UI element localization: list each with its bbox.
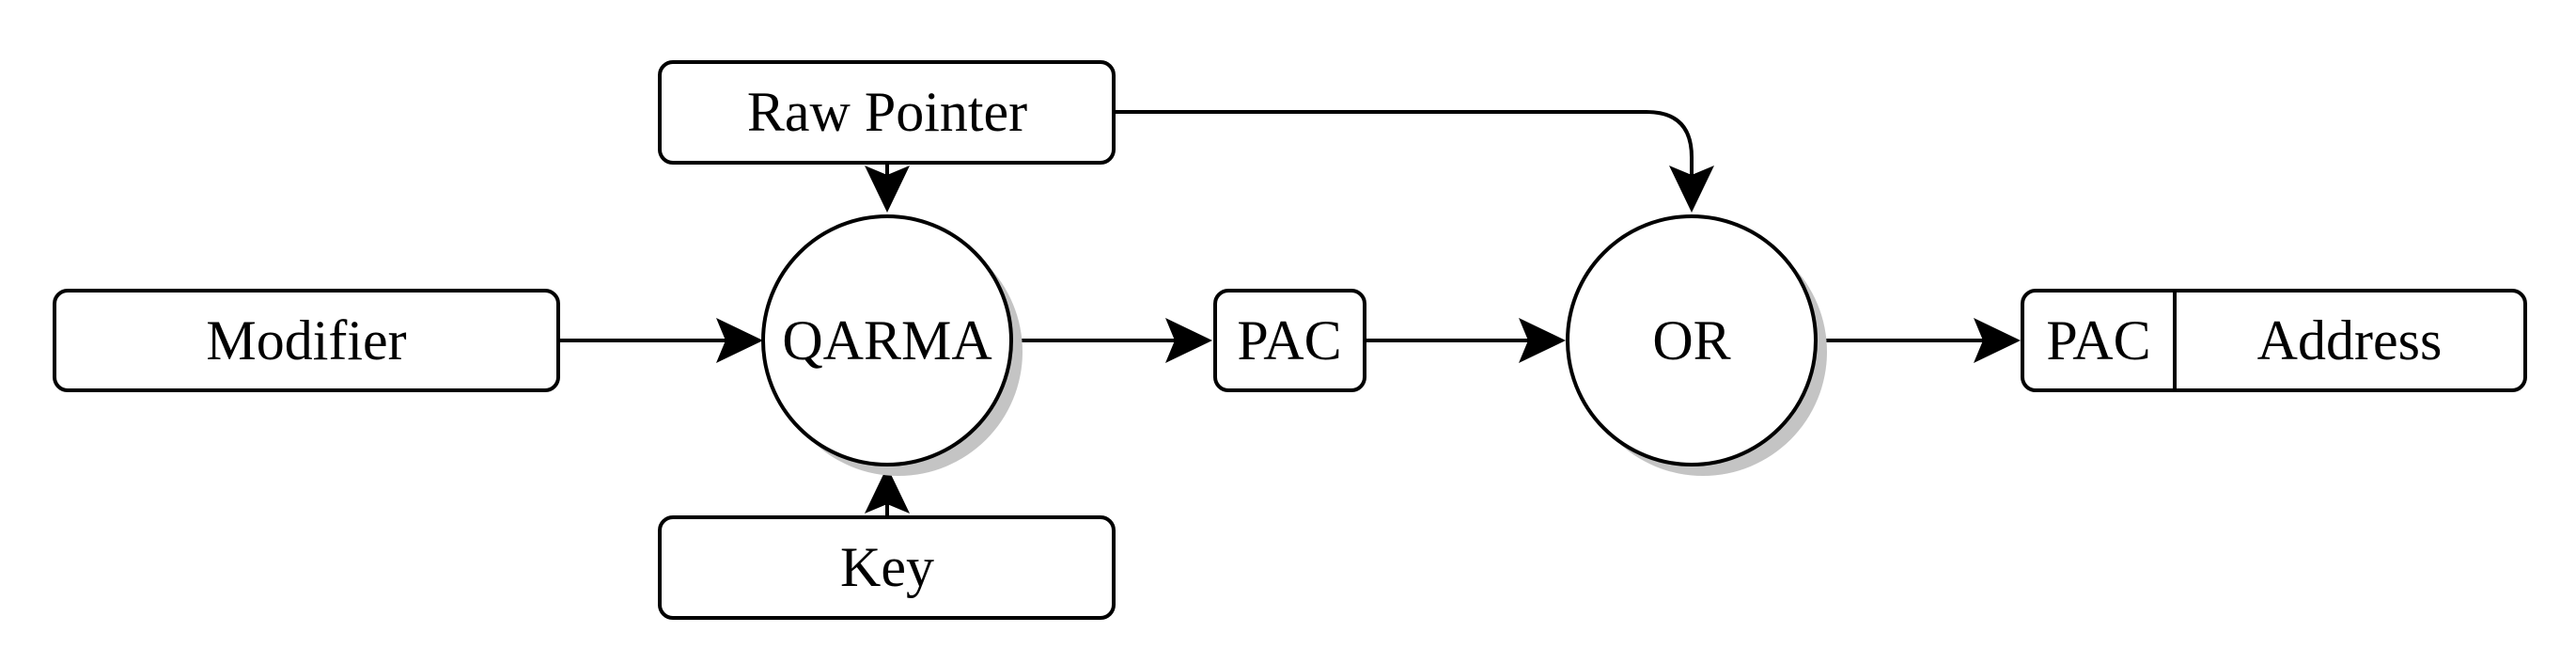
raw-pointer-label: Raw Pointer [747, 81, 1027, 143]
or-label: OR [1652, 309, 1730, 372]
modifier-node: Modifier [53, 289, 560, 392]
arrow-modifier-to-qarma [716, 318, 763, 363]
arrow-pac-to-or [1519, 318, 1566, 363]
result-pac-label: PAC [2046, 309, 2150, 372]
key-label: Key [840, 536, 934, 598]
raw-pointer-node: Raw Pointer [658, 60, 1116, 165]
pac-label: PAC [1237, 309, 1341, 372]
edges [560, 110, 2021, 517]
arrow-or-to-result [1974, 318, 2021, 363]
result-node: PAC Address [2021, 289, 2527, 392]
arrow-qarma-to-pac [1165, 318, 1212, 363]
qarma-label: QARMA [782, 309, 991, 372]
or-node: OR [1566, 214, 1827, 476]
qarma-node: QARMA [761, 214, 1023, 476]
arrow-raw-pointer-to-qarma [865, 166, 910, 213]
edge-raw-pointer-to-or [1114, 110, 1694, 179]
key-node: Key [658, 515, 1116, 620]
result-address-label: Address [2257, 309, 2443, 372]
pac-node: PAC [1213, 289, 1366, 392]
arrow-raw-pointer-to-or [1669, 166, 1714, 213]
arrow-key-to-qarma [865, 466, 910, 514]
modifier-label: Modifier [206, 309, 406, 372]
